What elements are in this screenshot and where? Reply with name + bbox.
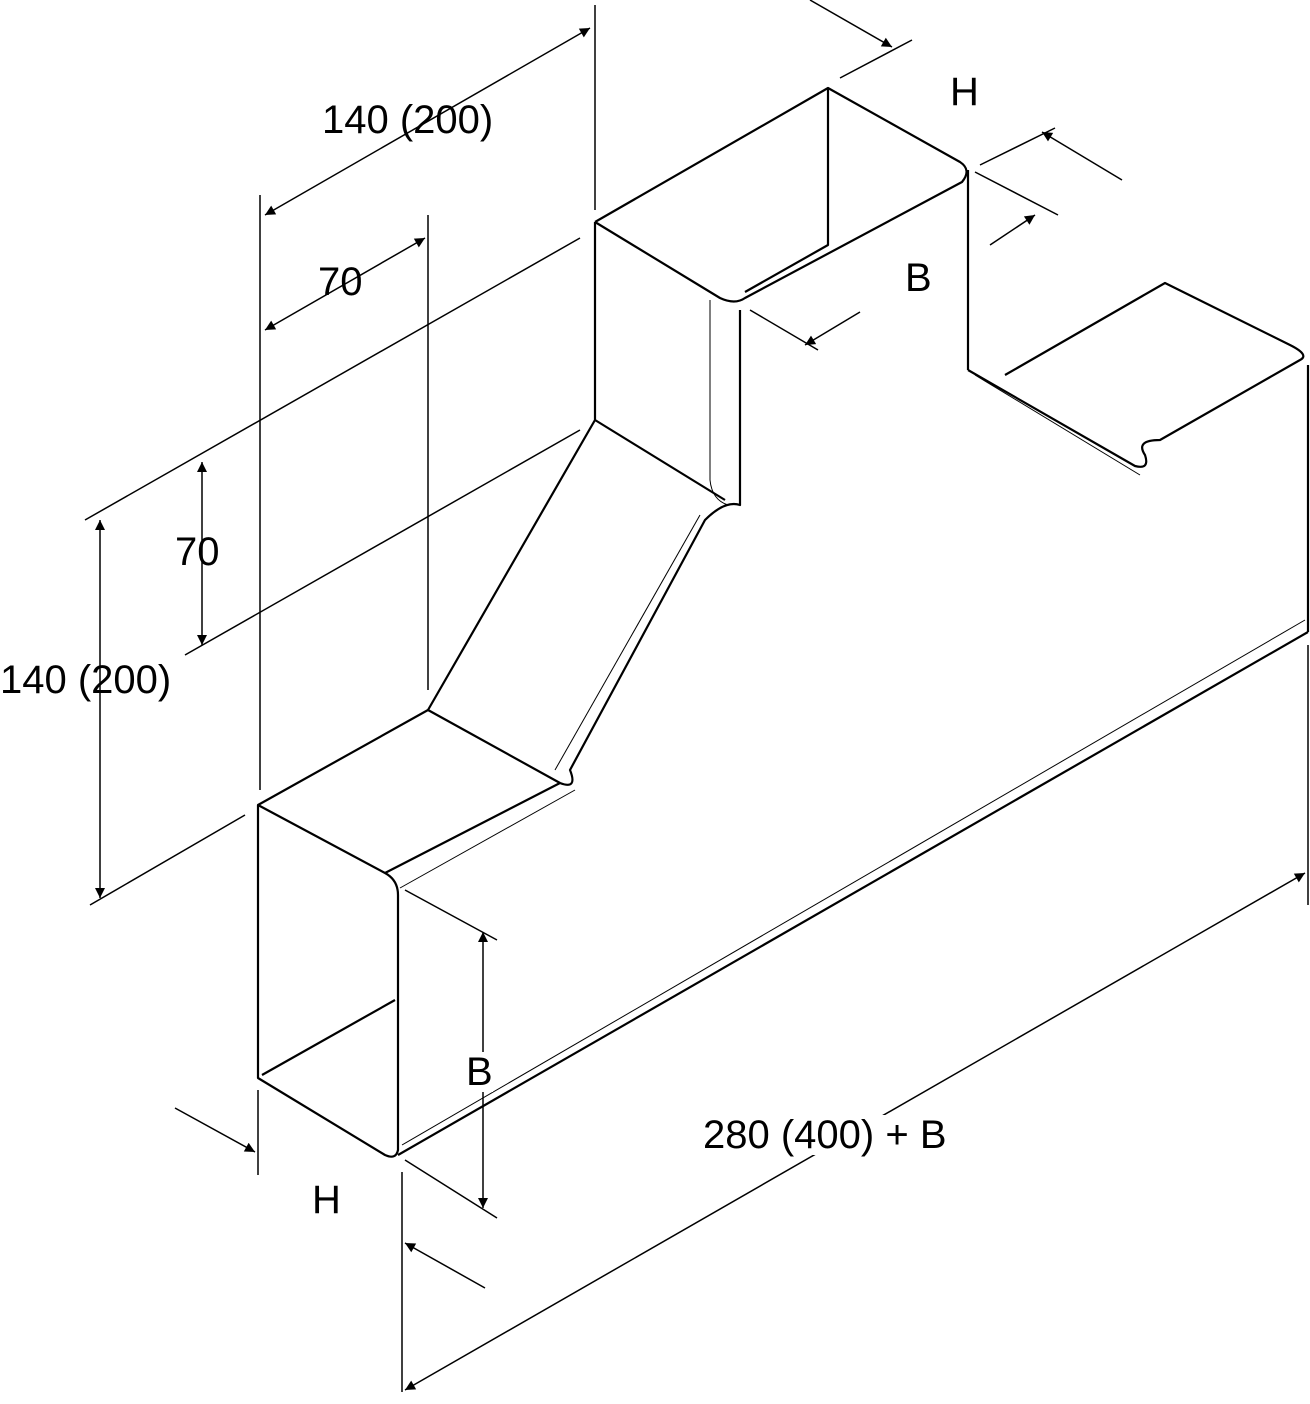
label-bottom-b: B [466, 1050, 493, 1094]
label-top-width: 140 (200) [322, 98, 494, 142]
label-length: 280 (400) + B [703, 1113, 947, 1157]
label-top-h: H [950, 70, 979, 114]
part-outline [256, 86, 1310, 1158]
label-top-b: B [905, 256, 932, 300]
label-left-height: 140 (200) [0, 658, 172, 702]
label-bottom-h: H [312, 1178, 341, 1222]
dimension-lines [84, 0, 1309, 1392]
label-left-offset: 70 [175, 530, 220, 574]
label-top-offset: 70 [318, 260, 363, 304]
